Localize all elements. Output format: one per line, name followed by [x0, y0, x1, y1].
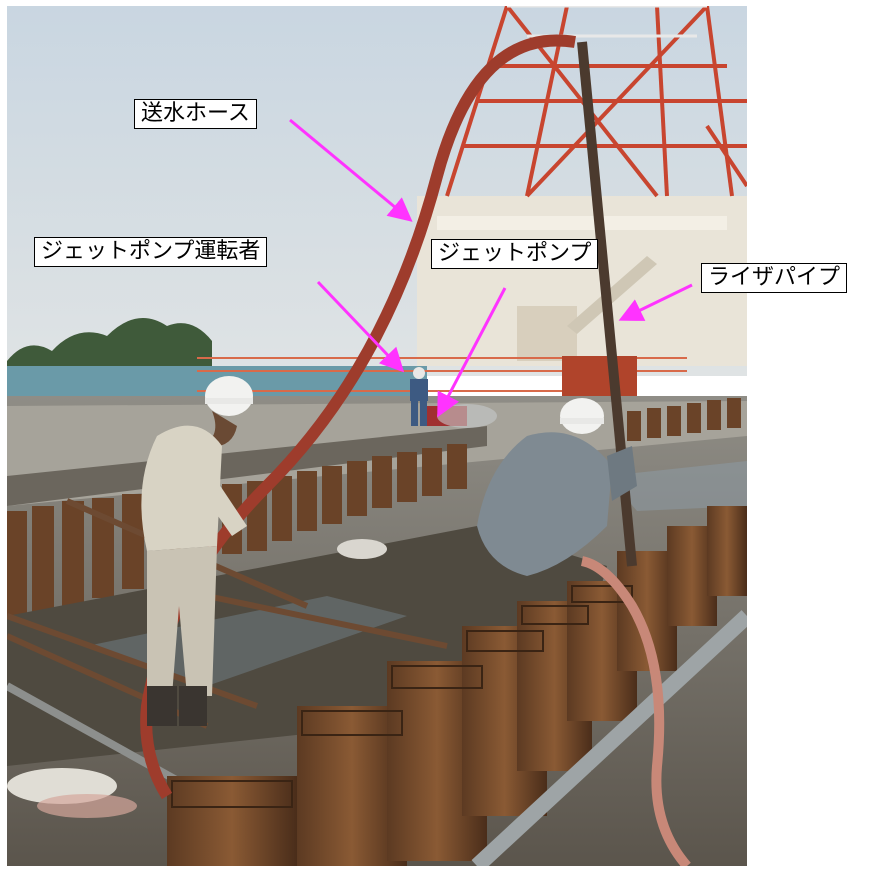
riser-pipe-label: ライザパイプ — [701, 263, 848, 293]
jet-pump-label: ジェットポンプ — [431, 239, 599, 269]
construction-site-photo — [7, 6, 747, 866]
jet-pump-operator-label: ジェットポンプ運転者 — [34, 237, 268, 267]
water-hose-label: 送水ホース — [134, 99, 257, 129]
